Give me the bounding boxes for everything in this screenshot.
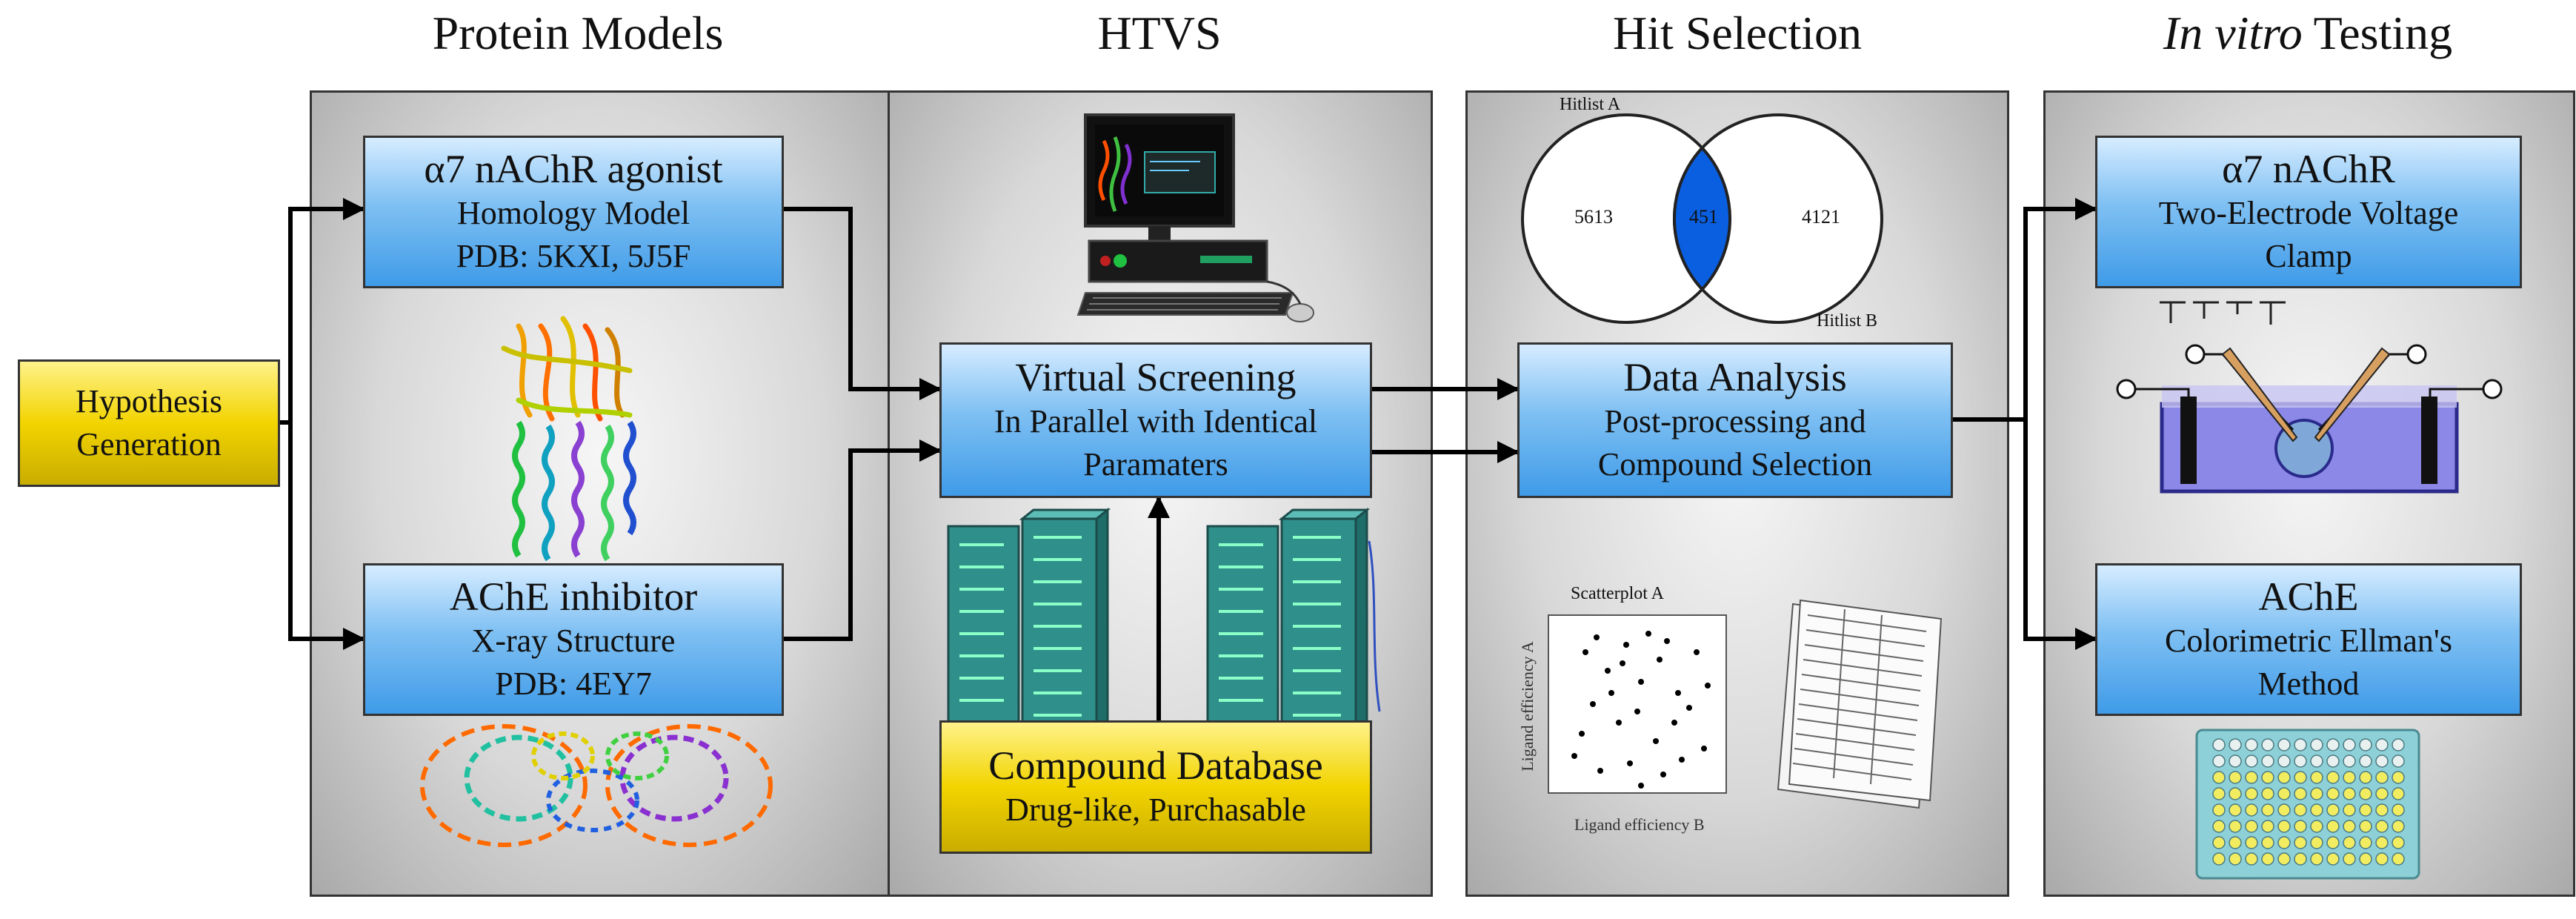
inhibitor-method: X-ray Structure: [471, 623, 676, 659]
hypothesis-box: Hypothesis Generation: [18, 359, 280, 487]
server-rack-group-right: [1206, 507, 1371, 752]
ache-line2: Colorimetric Ellman's: [2165, 623, 2452, 659]
stage-title-hit-selection: Hit Selection: [1613, 7, 1862, 59]
stage-title-italic: In vitro: [2163, 7, 2303, 59]
nachr-line3: Clamp: [2265, 238, 2352, 274]
nachr-title: α7 nAChR: [2222, 147, 2395, 191]
scatterplot-illustration: [1548, 614, 1727, 794]
venn-count-only-a: 5613: [1574, 206, 1613, 228]
inhibitor-model-box: AChE inhibitor X-ray Structure PDB: 4EY7: [363, 563, 784, 716]
venn-overlap-region: [1672, 145, 1732, 292]
venn-count-overlap: 451: [1689, 206, 1718, 228]
ache-assay-box: AChE Colorimetric Ellman's Method: [2095, 563, 2522, 716]
scatterplot-points: [1571, 631, 1711, 789]
current-traces: [2160, 301, 2286, 325]
screening-line3: Paramaters: [1083, 446, 1228, 482]
hypothesis-line1: Hypothesis: [76, 383, 222, 419]
compound-database-box: Compound Database Drug-like, Purchasable: [939, 720, 1372, 854]
agonist-method: Homology Model: [456, 195, 690, 231]
arrow-to-inhibitor: [288, 422, 365, 650]
stage-title-htvs: HTVS: [1097, 7, 1222, 59]
arrow-to-agonist: [280, 198, 365, 425]
virtual-screening-box: Virtual Screening In Parallel with Ident…: [939, 342, 1372, 498]
server-rack-group-left: [947, 507, 1111, 752]
ache-line3: Method: [2257, 666, 2360, 702]
analysis-title: Data Analysis: [1623, 355, 1847, 399]
protein-structure-inhibitor-illustration: [420, 724, 773, 847]
inhibitor-title: AChE inhibitor: [449, 574, 698, 619]
protein-structure-agonist-illustration: [501, 316, 636, 562]
arrow-inhibitor-to-screening: [784, 439, 942, 641]
scatter-title: Scatterplot A: [1571, 584, 1664, 603]
venn-label-b: Hitlist B: [1817, 311, 1878, 331]
hypothesis-line2: Generation: [76, 426, 222, 462]
agonist-title: α7 nAChR agonist: [424, 147, 723, 191]
inhibitor-pdb: PDB: 4EY7: [495, 666, 652, 702]
venn-diagram: [1521, 113, 1883, 324]
arrow-to-nachr: [1953, 198, 2097, 422]
ache-title: AChE: [2258, 574, 2359, 619]
venn-count-only-b: 4121: [1802, 206, 1840, 228]
screening-title: Virtual Screening: [1015, 355, 1297, 399]
stage-title-in-vitro-testing: In vitro Testing: [2045, 6, 2571, 61]
analysis-line3: Compound Selection: [1597, 446, 1873, 482]
well-plate-wells: [2212, 738, 2405, 866]
stage-title-protein-models: Protein Models: [432, 7, 724, 59]
computer-illustration: [1076, 113, 1314, 322]
database-line2: Drug-like, Purchasable: [1005, 792, 1306, 828]
nachr-assay-box: α7 nAChR Two-Electrode Voltage Clamp: [2095, 136, 2522, 288]
screening-line2: In Parallel with Identical: [994, 403, 1318, 439]
database-title: Compound Database: [988, 743, 1323, 788]
connector-arrows: [280, 198, 2097, 720]
analysis-line2: Post-processing and: [1604, 403, 1866, 439]
arrow-agonist-to-screening: [784, 207, 942, 400]
arrow-to-ache: [2023, 419, 2097, 650]
well-plate-illustration: [2195, 729, 2420, 880]
venn-label-a: Hitlist A: [1560, 95, 1621, 114]
scatter-xlabel: Ligand efficiency B: [1574, 815, 1705, 834]
server-racks-illustration: [947, 507, 1381, 752]
scatter-ylabel: Ligand efficiency A: [1518, 641, 1537, 772]
data-sheets-illustration: [1777, 599, 1943, 809]
agonist-pdb: PDB: 5KXI, 5J5F: [456, 238, 691, 274]
voltage-clamp-illustration: [2116, 301, 2503, 494]
data-analysis-box: Data Analysis Post-processing and Compou…: [1517, 342, 1953, 498]
nachr-line2: Two-Electrode Voltage: [2158, 195, 2459, 231]
agonist-model-box: α7 nAChR agonist Homology Model PDB: 5KX…: [363, 136, 784, 288]
stage-title-rest: Testing: [2302, 7, 2453, 59]
